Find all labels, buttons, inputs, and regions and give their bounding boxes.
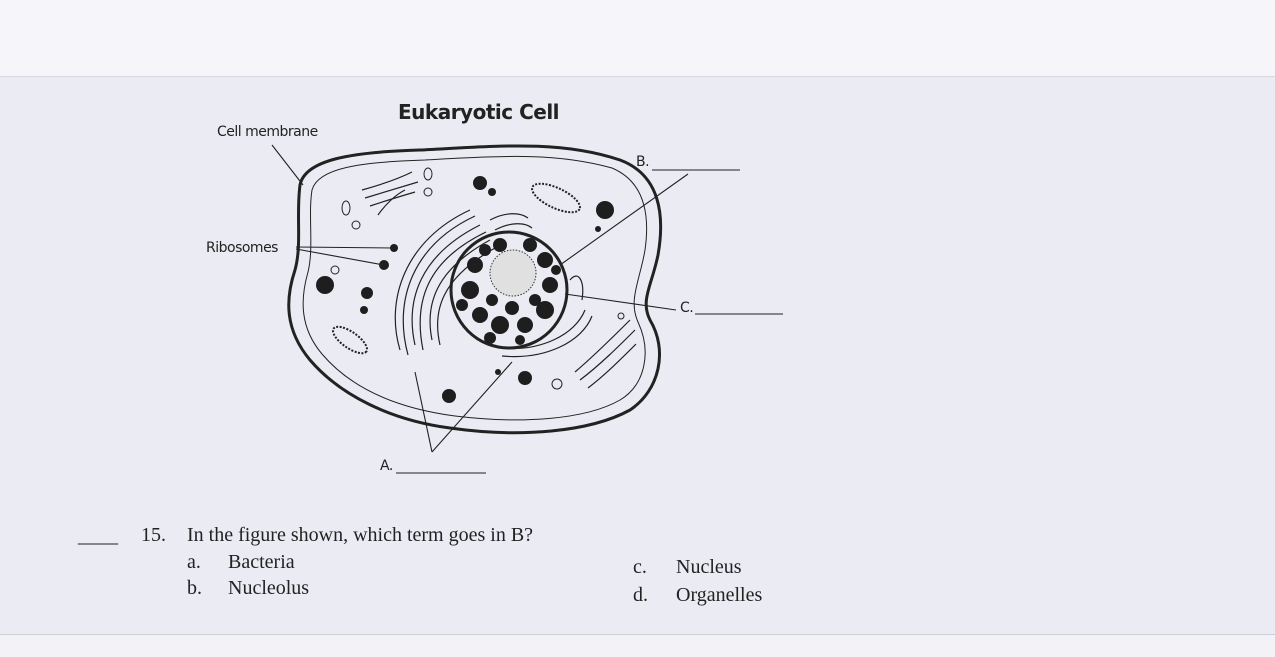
label-ribosomes: Ribosomes — [206, 240, 278, 256]
mitochondrion-2 — [331, 325, 369, 355]
scan-top-margin — [0, 0, 1275, 77]
mitochondrion — [531, 182, 581, 214]
option-b-letter: b. — [187, 577, 202, 599]
nucleolus — [489, 249, 537, 297]
option-d-letter: d. — [633, 584, 648, 606]
inner-membrane — [302, 155, 648, 421]
question-number: 15. — [141, 524, 166, 546]
option-a-text: Bacteria — [228, 551, 295, 573]
scan-bottom-margin — [0, 634, 1275, 657]
figure-title: Eukaryotic Cell — [398, 100, 560, 124]
label-b: B. — [636, 154, 650, 170]
question-text: In the figure shown, which term goes in … — [187, 524, 534, 546]
option-b-text: Nucleolus — [228, 577, 310, 599]
label-c: C. — [680, 300, 694, 316]
endoplasmic-reticulum — [394, 209, 593, 358]
cell-membrane — [287, 144, 663, 435]
chromatin — [456, 238, 561, 345]
nucleus — [449, 230, 569, 350]
option-c-text: Nucleus — [676, 556, 742, 578]
answer-blank[interactable]: ____ — [78, 525, 118, 547]
option-d-text: Organelles — [676, 584, 763, 606]
golgi-apparatus-2 — [574, 319, 637, 389]
option-a-letter: a. — [187, 551, 201, 573]
label-cell-membrane: Cell membrane — [217, 124, 318, 140]
golgi-apparatus — [361, 171, 419, 216]
label-a: A. — [380, 458, 393, 474]
option-c-letter: c. — [633, 556, 647, 578]
